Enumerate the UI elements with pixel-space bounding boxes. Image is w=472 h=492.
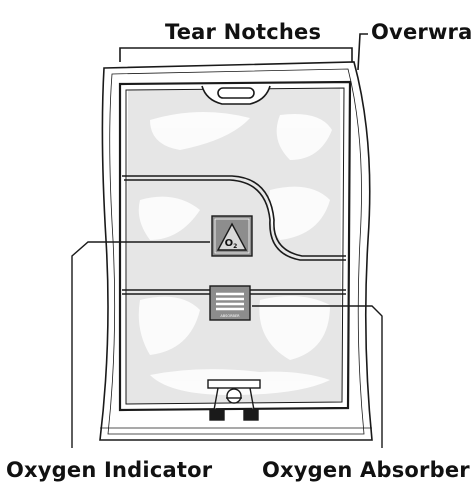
oxygen-indicator-icon: O2 <box>211 215 253 257</box>
container-outline <box>118 80 352 412</box>
container-highlights <box>138 111 332 395</box>
label-oxygen-absorber: Oxygen Absorber <box>262 458 470 482</box>
oxygen-absorber-leader <box>252 305 383 448</box>
oxygen-absorber-icon: ABSORBER <box>209 285 251 321</box>
port-connector-icon <box>207 379 261 421</box>
overwrap-inner-edge <box>107 68 365 435</box>
absorber-text: ABSORBER <box>220 314 240 318</box>
label-tear-notches: Tear Notches <box>165 20 322 44</box>
oxygen-symbol: O2 <box>225 238 238 250</box>
leader-lines <box>71 241 383 448</box>
oxygen-indicator-leader <box>71 241 210 448</box>
overwrap-leader <box>357 33 368 71</box>
hanger-tab <box>201 85 271 105</box>
tear-notches-bracket <box>119 47 353 62</box>
label-oxygen-indicator: Oxygen Indicator <box>6 458 213 482</box>
container-outline-inner <box>125 87 345 405</box>
label-overwrap: Overwrap <box>371 20 472 44</box>
